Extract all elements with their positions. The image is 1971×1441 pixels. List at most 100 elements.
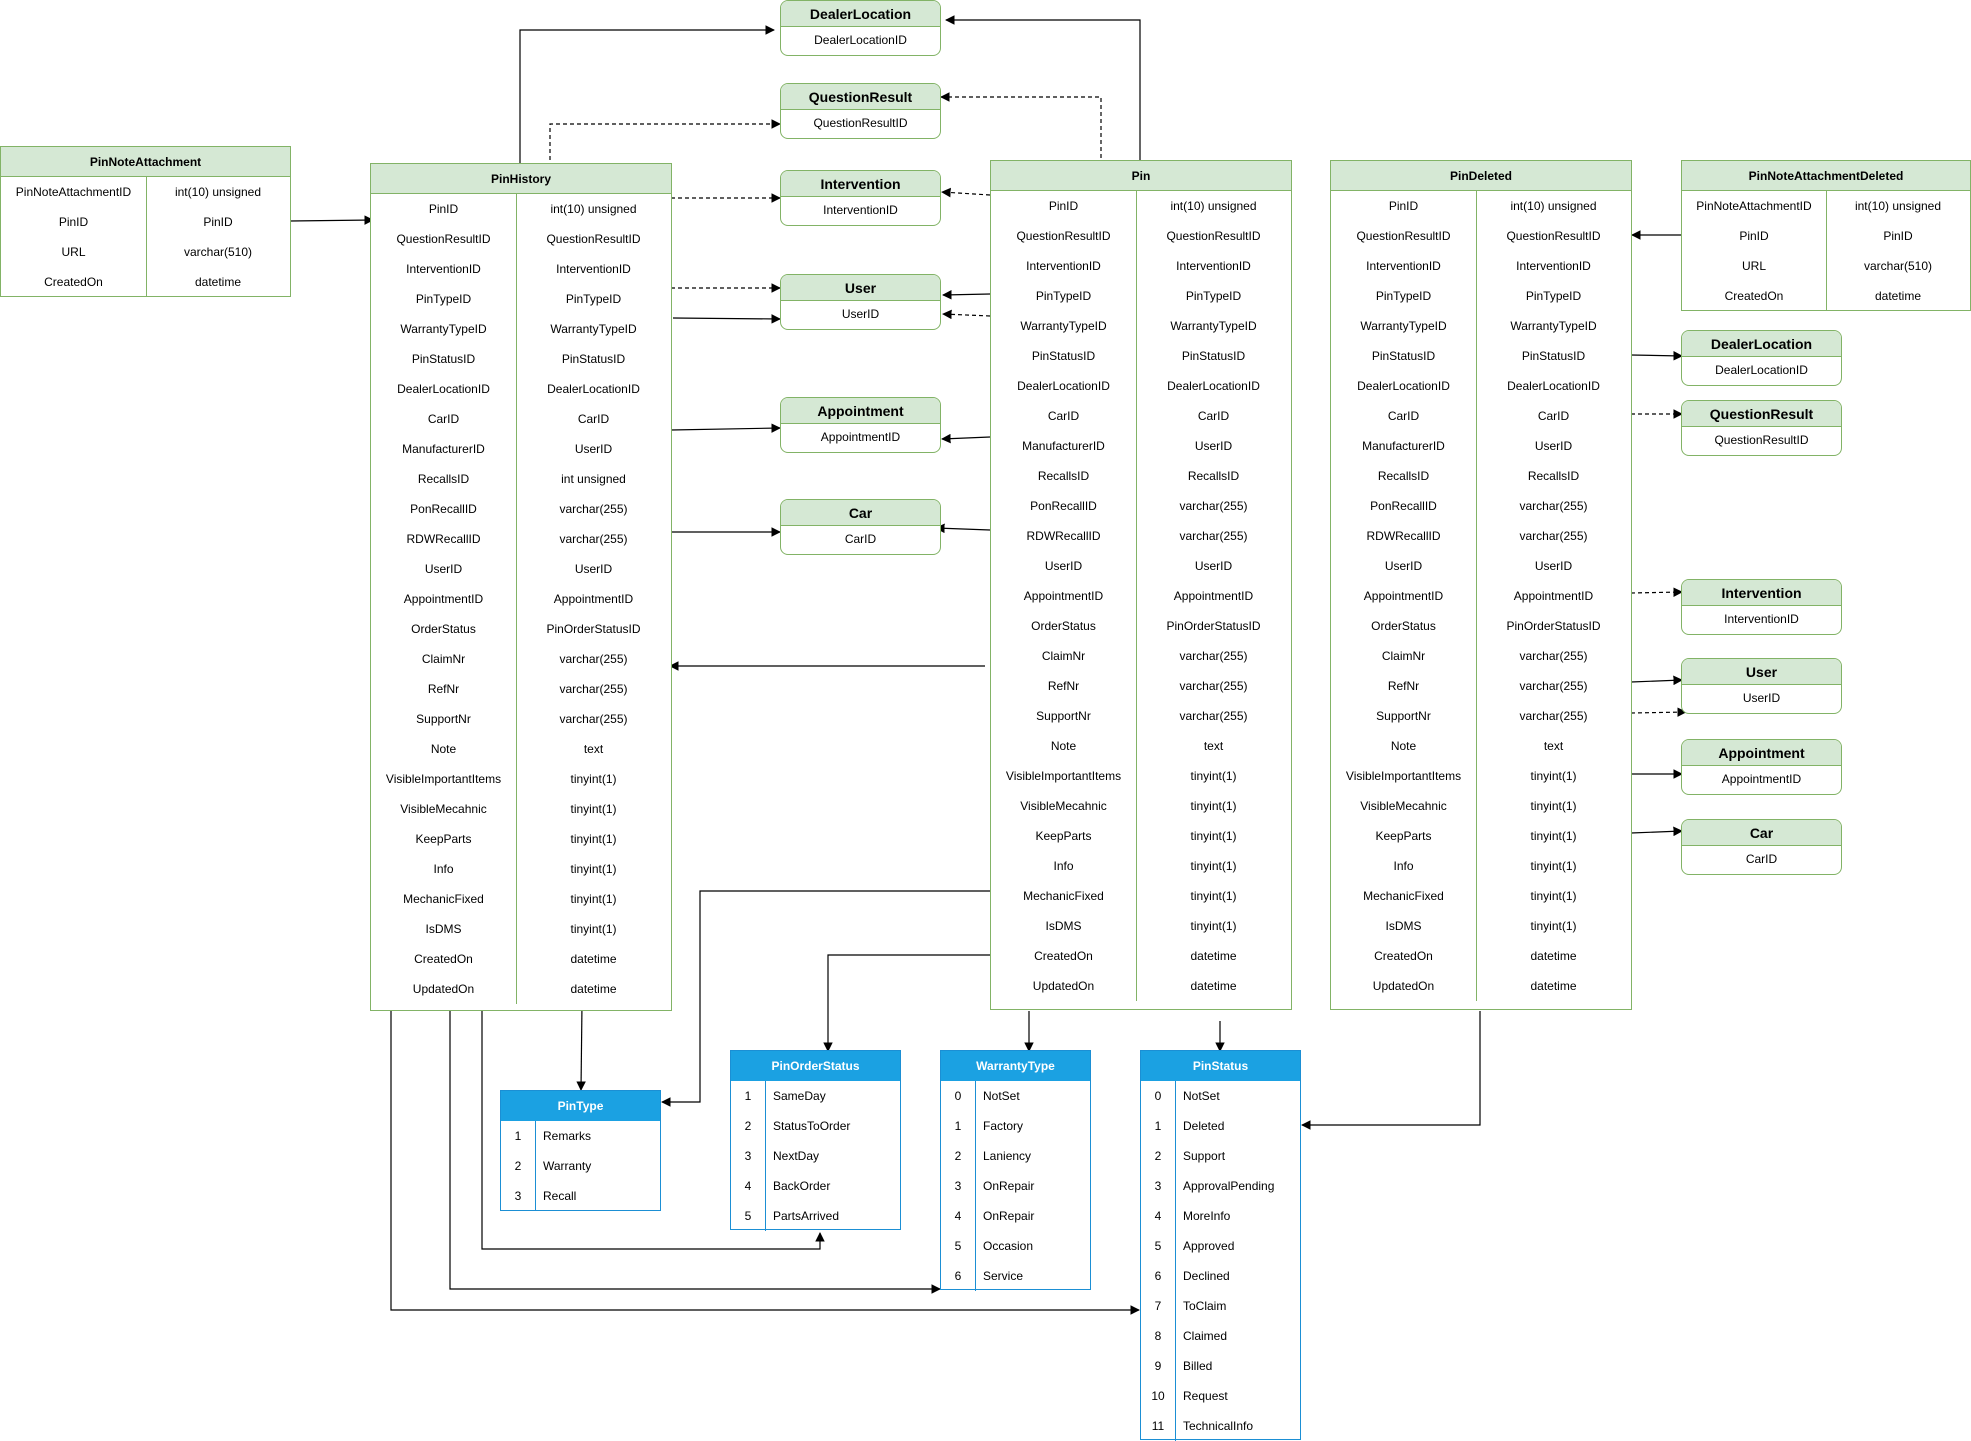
field-type: QuestionResultID (546, 232, 641, 246)
edge-pin-dealerlocation (945, 15, 1141, 160)
entity-intervention[interactable]: Intervention InterventionID (780, 170, 941, 226)
field-type: WarrantyTypeID (1170, 319, 1257, 333)
table-pin-note-attachment-deleted[interactable]: PinNoteAttachmentDeleted PinNoteAttachme… (1681, 160, 1971, 311)
field-name: KeepParts (415, 832, 472, 846)
field-name: OrderStatus (411, 622, 476, 636)
field-name: AppointmentID (1023, 589, 1104, 603)
enum-key: 5 (744, 1209, 752, 1223)
entity-title: Intervention (1682, 580, 1841, 606)
field-type: tinyint(1) (570, 802, 617, 816)
field-type: UserID (1534, 559, 1573, 573)
entity-title: Intervention (781, 171, 940, 197)
field-type: varchar(255) (1519, 499, 1588, 513)
field-type: int(10) unsigned (174, 185, 262, 199)
enum-value: ApprovalPending (1183, 1179, 1275, 1193)
field-type: text (1203, 739, 1224, 753)
entity-field: DealerLocationID (814, 33, 907, 47)
field-type: tinyint(1) (1190, 859, 1237, 873)
field-type: int unsigned (561, 472, 626, 486)
field-type: PinStatusID (1181, 349, 1246, 363)
field-name: PinNoteAttachmentID (15, 185, 132, 199)
field-type: UserID (1534, 439, 1573, 453)
field-type: datetime (1190, 979, 1237, 993)
edge-pin-user (942, 290, 991, 300)
entity-dealer-location[interactable]: DealerLocation DealerLocationID (780, 0, 941, 56)
field-name: PonRecallID (1030, 499, 1097, 513)
enum-value: Factory (983, 1119, 1024, 1133)
entity-user-right[interactable]: User UserID (1681, 658, 1842, 714)
field-name: URL (1741, 259, 1766, 273)
field-name: PinStatusID (411, 352, 476, 366)
enum-key: 1 (744, 1089, 752, 1103)
entity-appointment-right[interactable]: Appointment AppointmentID (1681, 739, 1842, 795)
field-type: varchar(255) (559, 532, 628, 546)
enum-key: 3 (514, 1189, 522, 1203)
field-type: datetime (570, 982, 617, 996)
field-type: tinyint(1) (570, 862, 617, 876)
enum-value: Laniency (983, 1149, 1032, 1163)
enum-title: PinStatus (1141, 1051, 1300, 1081)
field-type: tinyint(1) (1190, 799, 1237, 813)
field-name: UpdatedOn (1372, 979, 1435, 993)
enum-key: 3 (954, 1179, 962, 1193)
field-name: DealerLocationID (1017, 379, 1110, 393)
entity-question-result-right[interactable]: QuestionResult QuestionResultID (1681, 400, 1842, 456)
entity-car[interactable]: Car CarID (780, 499, 941, 555)
field-name: IsDMS (425, 922, 462, 936)
enum-key: 4 (1154, 1209, 1162, 1223)
enum-value: Request (1183, 1389, 1228, 1403)
field-name: ClaimNr (1041, 649, 1086, 663)
enum-value: NextDay (773, 1149, 820, 1163)
field-name: KeepParts (1375, 829, 1432, 843)
field-type: tinyint(1) (1530, 889, 1577, 903)
field-name: VisibleImportantItems (1345, 769, 1462, 783)
field-type: varchar(255) (1179, 649, 1248, 663)
field-name: CarID (427, 412, 460, 426)
entity-intervention-right[interactable]: Intervention InterventionID (1681, 579, 1842, 635)
entity-appointment[interactable]: Appointment AppointmentID (780, 397, 941, 453)
field-type: varchar(255) (1519, 709, 1588, 723)
field-type: text (1543, 739, 1564, 753)
entity-question-result[interactable]: QuestionResult QuestionResultID (780, 83, 941, 139)
field-type: tinyint(1) (1530, 799, 1577, 813)
field-name: VisibleMecahnic (1360, 799, 1447, 813)
entity-car-right[interactable]: Car CarID (1681, 819, 1842, 875)
entity-user[interactable]: User UserID (780, 274, 941, 330)
field-type: InterventionID (1516, 259, 1591, 273)
entity-dealer-location-right[interactable]: DealerLocation DealerLocationID (1681, 330, 1842, 386)
field-type: PinOrderStatusID (1166, 619, 1261, 633)
